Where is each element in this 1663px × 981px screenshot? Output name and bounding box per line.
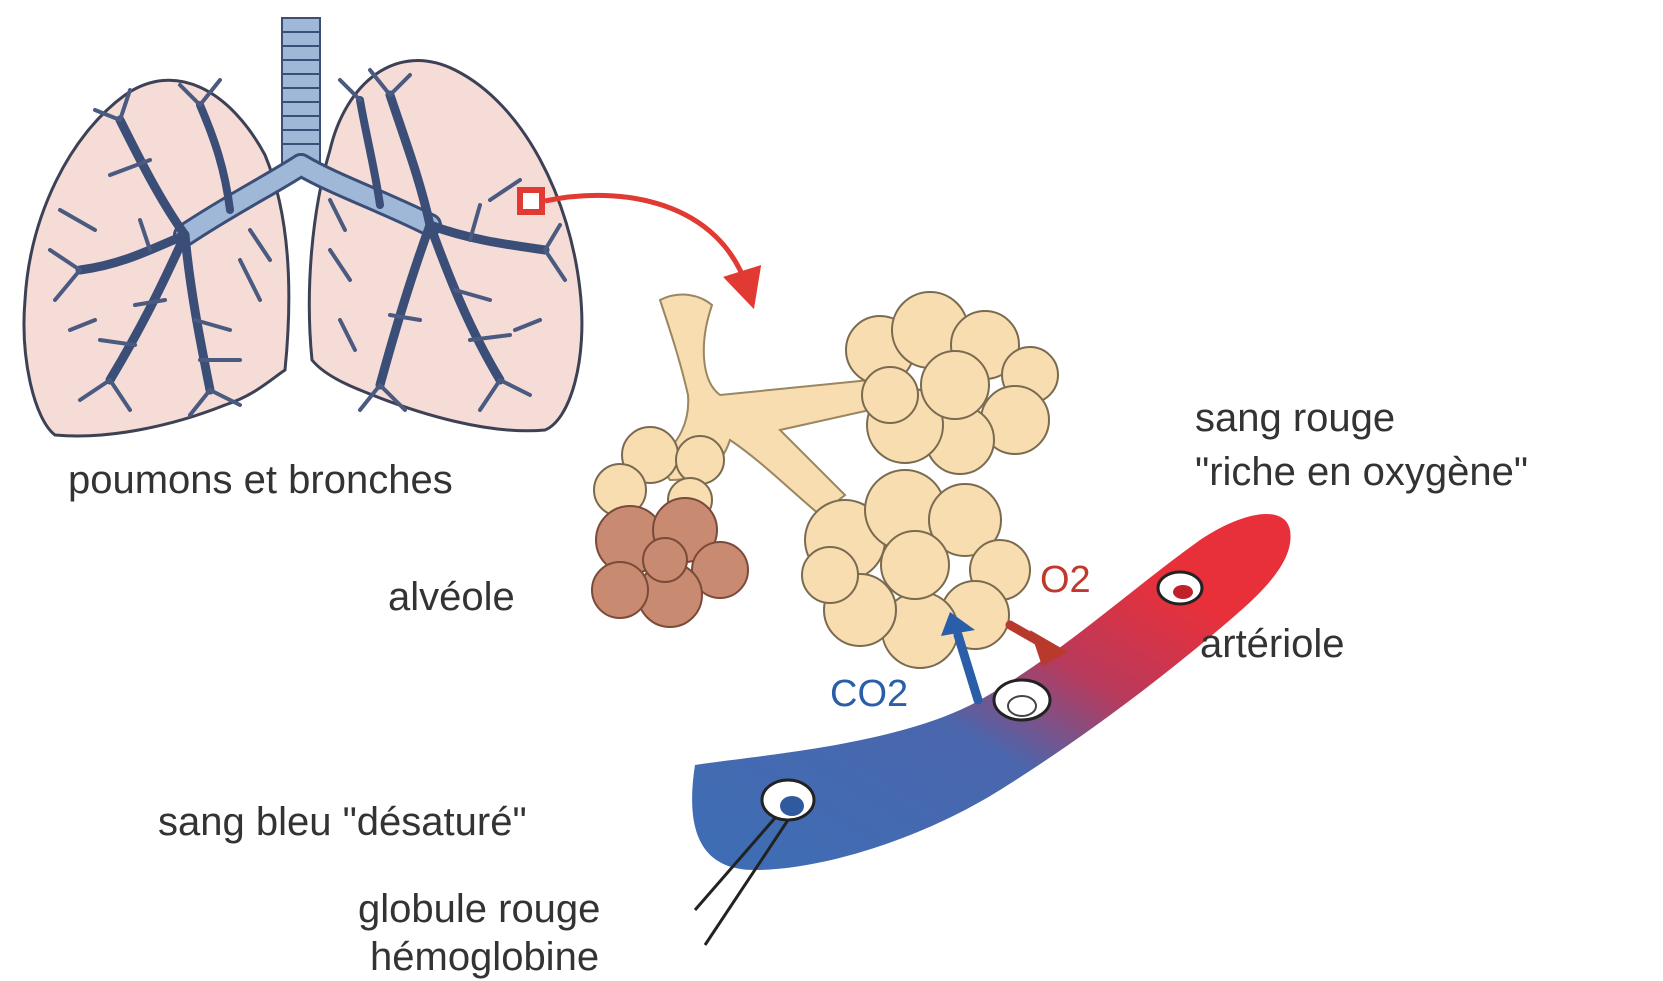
lungs-illustration [24,18,582,436]
red-blood-cell-red [1158,572,1202,604]
red-blood-cell-blue [762,780,814,820]
red-blood-cell-mixed [994,680,1050,720]
label-blue-blood: sang bleu "désaturé" [158,800,527,844]
alveolus-highlighted [592,498,748,627]
label-red-blood-2: "riche en oxygène" [1195,450,1528,494]
label-hemoglobin: hémoglobine [370,935,599,979]
label-red-blood-1: sang rouge [1195,396,1395,440]
label-alveolus: alvéole [388,575,515,619]
label-arteriole: artériole [1200,622,1345,666]
label-co2: CO2 [830,673,908,715]
alveoli-illustration [592,292,1058,668]
alveoli-cluster-top [846,292,1058,474]
label-o2: O2 [1040,559,1091,601]
label-lungs: poumons et bronches [68,458,453,502]
zoom-marker [520,190,542,212]
label-red-cell: globule rouge [358,887,600,931]
